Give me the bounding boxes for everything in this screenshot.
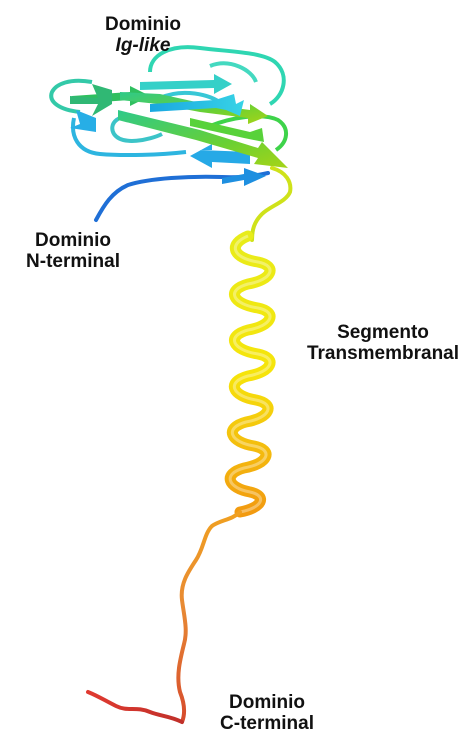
c-terminal-label: Dominio C-terminal [212,692,322,734]
c-terminal-coil [88,692,182,722]
n-terminal-label-line2: N-terminal [18,251,128,272]
transmembrane-label-line2: Transmembranal [304,343,462,364]
ig-domain-label: Dominio Ig-like [88,14,198,56]
transmembrane-helix [230,236,270,512]
c-terminal-label-line2: C-terminal [212,713,322,734]
beta-strand [222,168,266,186]
c-terminal-coil [178,512,240,722]
n-terminal-label-line1: Dominio [18,230,128,251]
transmembrane-label: Segmento Transmembranal [304,322,462,364]
ig-domain-label-line2: Ig-like [88,35,198,56]
ig-domain-label-line1: Dominio [88,14,198,35]
n-terminal-label: Dominio N-terminal [18,230,128,272]
transmembrane-label-line1: Segmento [304,322,462,343]
c-terminal-label-line1: Dominio [212,692,322,713]
